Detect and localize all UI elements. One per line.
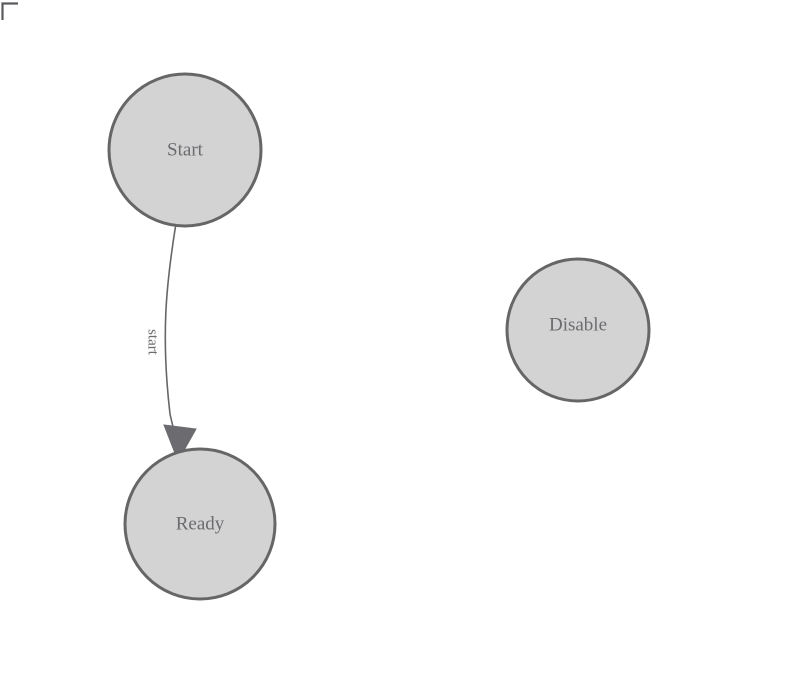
node-ready-circle <box>123 447 277 601</box>
node-ready-label: Ready <box>176 513 225 534</box>
edge-start-to-ready[interactable]: start <box>145 225 197 463</box>
arrowhead-icon <box>163 424 197 463</box>
crop-mark-icon <box>1 2 18 20</box>
node-disable-circle <box>505 257 651 403</box>
node-start-label: Start <box>167 139 204 160</box>
edge-label-group: start <box>145 329 161 356</box>
node-start-circle <box>107 72 263 228</box>
node-start[interactable]: Start <box>107 72 263 228</box>
node-disable-label: Disable <box>549 314 607 335</box>
edge-path <box>164 225 178 443</box>
node-disable[interactable]: Disable <box>505 257 651 403</box>
edge-label-start: start <box>145 329 161 356</box>
node-ready[interactable]: Ready <box>123 447 277 601</box>
